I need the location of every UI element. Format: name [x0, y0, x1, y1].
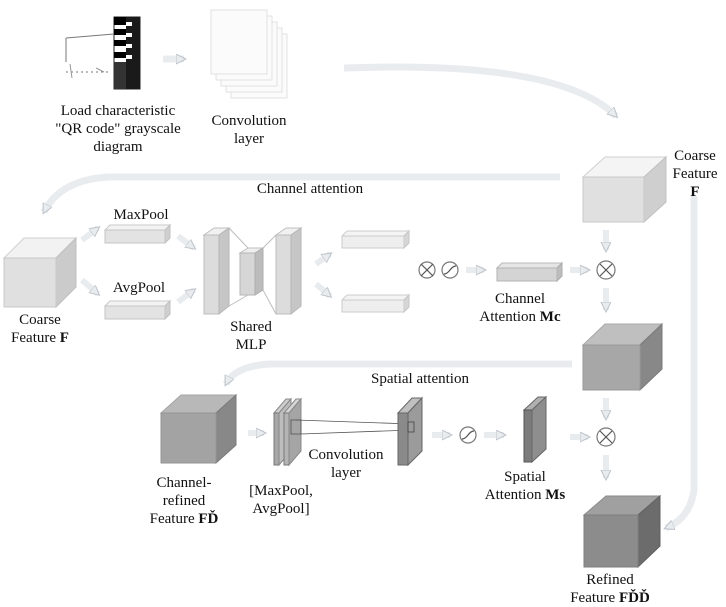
channel-refined-feature: Feature [149, 511, 195, 527]
coarse-feature-left: Coarse Feature F [0, 311, 80, 347]
coarse-feature-right: Coarse Feature F [664, 147, 726, 201]
refined-feature-label: Refined Feature FĎĎ [560, 571, 660, 607]
mlp-out-top [340, 229, 411, 250]
refined-symbol: FĎĎ [618, 590, 650, 606]
cube-channel-refined-left [159, 393, 238, 465]
qr-caption-line-3: diagram [93, 139, 143, 155]
channel-attention-mc-line-1: Channel [495, 291, 545, 307]
sigmoid-icon [441, 261, 459, 279]
arrow-conv-to-coarse [343, 63, 619, 119]
arrow-avgpool-to-mlp [176, 287, 194, 305]
conv-layer2-label: Convolution layer [300, 446, 392, 482]
arrow-to-maxpool [80, 225, 98, 243]
cube-refined [582, 494, 662, 569]
coarse-left-feature: Feature [11, 330, 57, 346]
conv-layer2-line-2: layer [331, 465, 361, 481]
coarse-right-symbol: F [690, 184, 700, 200]
channel-refined-line-1: Channel- [156, 475, 212, 491]
multiply-icon-channel [596, 260, 616, 280]
pool-concat-line-2: AvgPool] [252, 501, 310, 517]
shared-mlp [202, 227, 303, 316]
arrow-maxpool-to-mlp [176, 233, 194, 251]
qr-code-image [65, 16, 141, 90]
mlp-out-bottom [340, 293, 411, 314]
spatial-attention-ms-label: Spatial Attention Ms [470, 468, 580, 504]
shared-mlp-line-1: Shared [230, 319, 272, 335]
coarse-right-line-2: Feature [672, 166, 718, 182]
coarse-right-line-1: Coarse [674, 148, 716, 164]
refined-line-1: Refined [586, 572, 634, 588]
multiply-sum-icon [418, 261, 436, 279]
spatial-attention-ms-slab [522, 395, 548, 464]
qr-caption-line-1: Load characteristic [60, 103, 176, 119]
pool-concat-label: [MaxPool, AvgPool] [236, 482, 326, 518]
spatial-attention-ms-symbol: Ms [545, 487, 566, 503]
conv-caption-line-1: Convolution [211, 113, 287, 129]
sigmoid-icon-spatial [459, 426, 477, 444]
channel-attention-mc-label: Channel Attention Mc [460, 290, 580, 326]
spatial-attention-ms-prefix: Attention [484, 487, 542, 503]
channel-attention-title: Channel attention [256, 181, 364, 197]
arrow-mlp-to-top-out [314, 251, 330, 267]
conv-caption-line-2: layer [234, 131, 264, 147]
arrow-channel-attention [40, 173, 560, 212]
maxpool-label: MaxPool [113, 207, 169, 223]
arrow-spatial-attention [222, 360, 572, 384]
channel-attention-mc-symbol: Mc [539, 309, 561, 325]
multiply-icon-spatial [596, 427, 616, 447]
cube-coarse-top [581, 155, 668, 224]
channel-refined-symbol: FĎ [198, 511, 219, 527]
channel-attention-mc-box [495, 261, 564, 283]
coarse-left-symbol: F [59, 330, 69, 346]
spatial-attention-title: Spatial attention [371, 371, 469, 387]
pool-concat-line-1: [MaxPool, [249, 483, 313, 499]
channel-refined-line-2: refined [162, 493, 206, 509]
arrow-to-avgpool [80, 277, 98, 297]
pool-concat-slabs [272, 397, 303, 467]
conv-layer2-line-1: Convolution [308, 447, 384, 463]
channel-refined-label: Channel- refined Feature FĎ [134, 474, 234, 528]
shared-mlp-line-2: MLP [235, 337, 267, 353]
cube-coarse-left [2, 236, 78, 309]
conv-caption: Convolution layer [206, 112, 292, 148]
channel-attention-mc-prefix: Attention [479, 309, 537, 325]
arrow-mlp-to-bottom-out [314, 281, 330, 299]
spatial-attention-ms-line-1: Spatial [504, 469, 546, 485]
coarse-left-line-1: Coarse [19, 312, 61, 328]
conv-kernel-line-1 [295, 419, 413, 425]
maxpool-box [103, 223, 172, 245]
arrow-right-long [666, 196, 698, 532]
qr-caption-line-2: "QR code" grayscale [55, 121, 181, 137]
convolution-layer-stack [210, 9, 288, 99]
shared-mlp-label: Shared MLP [216, 318, 286, 354]
refined-feature: Feature [570, 590, 616, 606]
conv-layer-slab [396, 396, 424, 467]
conv-kernel-line-2 [300, 429, 413, 435]
cube-channel-refined-mid [581, 322, 664, 392]
qr-caption: Load characteristic "QR code" grayscale … [18, 102, 218, 156]
avgpool-box [103, 299, 172, 321]
avgpool-label: AvgPool [112, 280, 166, 296]
